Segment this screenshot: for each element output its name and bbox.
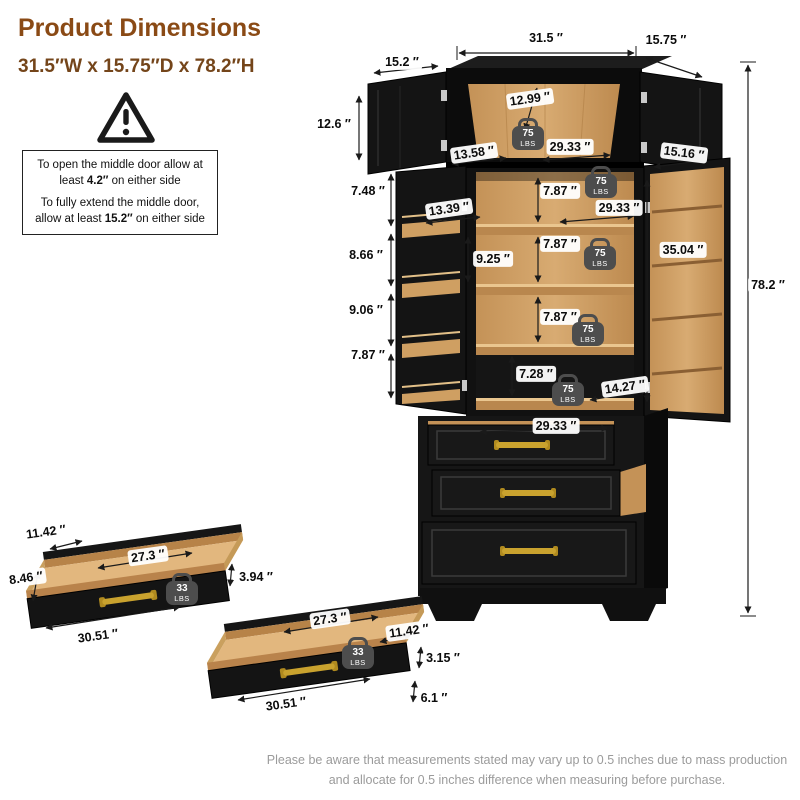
page-title: Product Dimensions <box>18 14 262 42</box>
drawer-handle <box>102 592 154 605</box>
dim-arrow-drawer2-outer-width <box>237 676 371 703</box>
measurement-disclaimer: Please be aware that measurements stated… <box>266 753 788 787</box>
dim-mid-interior-width: 29.33 ″ <box>595 199 643 217</box>
weight-unit: LBS <box>580 335 596 344</box>
weight-badge-33-icon: 33 LBS <box>166 581 198 605</box>
warning-triangle-icon <box>97 92 155 143</box>
weight-badge-75-icon: 75 LBS <box>512 126 544 150</box>
dim-top-interior-width: 29.33 ″ <box>546 138 594 156</box>
middle-left-door <box>395 165 467 415</box>
drawer-handle <box>283 663 335 676</box>
interior-shelf <box>476 344 634 355</box>
drawer-front-2 <box>431 464 646 517</box>
overall-dimensions-text: 31.5″W x 15.75″D x 78.2″H <box>18 56 255 77</box>
drawer-handle <box>502 548 556 554</box>
middle-right-door <box>643 157 731 423</box>
dim-arrow-top-left-clearance <box>451 155 507 167</box>
weight-unit: LBS <box>520 139 536 148</box>
weight-badge-75-icon: 75 LBS <box>584 246 616 270</box>
warning-text: To fully extend the middle door, allow a… <box>35 197 200 225</box>
dim-rack-gap-1: 7.48 ″ <box>348 182 388 200</box>
top-left-door <box>367 71 447 175</box>
hinge-icon <box>441 140 447 151</box>
door-rack <box>401 271 461 298</box>
weight-unit: LBS <box>560 395 576 404</box>
warning-line-2: To fully extend the middle door, allow a… <box>28 196 212 227</box>
dim-drawer2-height: 6.1 ″ <box>417 689 451 707</box>
dim-bottom-gap: 7.28 ″ <box>516 365 556 383</box>
base-plinth <box>420 588 666 604</box>
dim-top-door-width: 15.2 ″ <box>382 53 422 71</box>
dim-total-height: 78.2 ″ <box>748 276 788 294</box>
dim-arrow-drawer2-height <box>410 680 418 703</box>
dim-arrow-drawer1-outer-width <box>45 604 181 631</box>
drawer-handle <box>496 442 548 448</box>
interior-shelf <box>476 224 634 235</box>
dim-mid-depth: 9.25 ″ <box>473 250 513 268</box>
dim-arrow-drawer1-depth <box>49 539 83 551</box>
warning-text: on either side <box>108 174 181 187</box>
dim-rack-gap-3: 9.06 ″ <box>346 301 386 319</box>
weight-unit: LBS <box>593 187 609 196</box>
dim-drawer-front-width: 29.33 ″ <box>532 417 580 435</box>
dim-arrow-top-interior-width <box>542 151 611 164</box>
dim-shelf-gap-3: 7.87 ″ <box>540 308 580 326</box>
warning-line-1: To open the middle door allow at least 4… <box>28 158 212 189</box>
dim-arrow-top-depth <box>645 56 703 79</box>
dim-rack-gap-4: 7.87 ″ <box>348 346 388 364</box>
drawer-cabinet-section <box>418 408 668 621</box>
dim-drawer1-front-height: 3.94 ″ <box>236 568 276 586</box>
dim-shelf-gap-1: 7.87 ″ <box>540 182 580 200</box>
weight-value: 33 <box>176 583 188 594</box>
cabinet-foot <box>428 604 482 621</box>
dim-arrow-mid-interior-width <box>559 213 635 225</box>
door-rack <box>401 331 461 358</box>
hinge-icon <box>441 90 447 101</box>
weight-badge-75-icon: 75 LBS <box>585 174 617 198</box>
weight-badge-33-icon: 33 LBS <box>342 645 374 669</box>
dim-top-depth: 15.75 ″ <box>642 31 690 49</box>
open-drawer-1 <box>26 524 244 629</box>
warning-text: on either side <box>132 212 205 225</box>
interior-shelf <box>476 284 634 295</box>
dim-arrow-drawer1-front-height <box>227 563 235 587</box>
weight-value: 33 <box>352 647 364 658</box>
drawer-front-1 <box>427 421 615 466</box>
dim-right-door-height: 35.04 ″ <box>659 241 707 259</box>
clearance-warning-note: To open the middle door allow at least 4… <box>22 150 218 236</box>
dim-top-door-height: 12.6 ″ <box>314 115 354 133</box>
dim-rack-gap-2: 8.66 ″ <box>346 246 386 264</box>
door-rack <box>401 381 461 404</box>
warning-text: To open the middle door allow at least <box>37 159 203 187</box>
weight-unit: LBS <box>592 259 608 268</box>
hinge-icon <box>641 92 647 103</box>
cabinet-foot <box>602 604 656 621</box>
weight-value: 75 <box>595 176 607 187</box>
hinge-icon <box>641 142 647 153</box>
weight-badge-75-icon: 75 LBS <box>552 382 584 406</box>
weight-value: 75 <box>522 128 534 139</box>
warning-value: 4.2″ <box>86 174 109 187</box>
weight-value: 75 <box>582 324 594 335</box>
weight-badge-75-icon: 75 LBS <box>572 322 604 346</box>
dim-arrow-drawer2-front-height <box>416 646 424 669</box>
weight-unit: LBS <box>350 658 366 667</box>
hinge-icon <box>462 380 467 391</box>
dim-drawer2-front-height: 3.15 ″ <box>423 649 463 667</box>
weight-value: 75 <box>562 384 574 395</box>
drawer-front-3 <box>421 521 637 585</box>
weight-value: 75 <box>594 248 606 259</box>
warning-value: 15.2″ <box>104 212 133 225</box>
dim-shelf-gap-2: 7.87 ″ <box>540 235 580 253</box>
drawer-handle <box>502 490 554 496</box>
dim-arrow-mid-left-clearance <box>425 214 481 226</box>
dim-top-width: 31.5 ″ <box>526 29 566 47</box>
weight-unit: LBS <box>174 594 190 603</box>
